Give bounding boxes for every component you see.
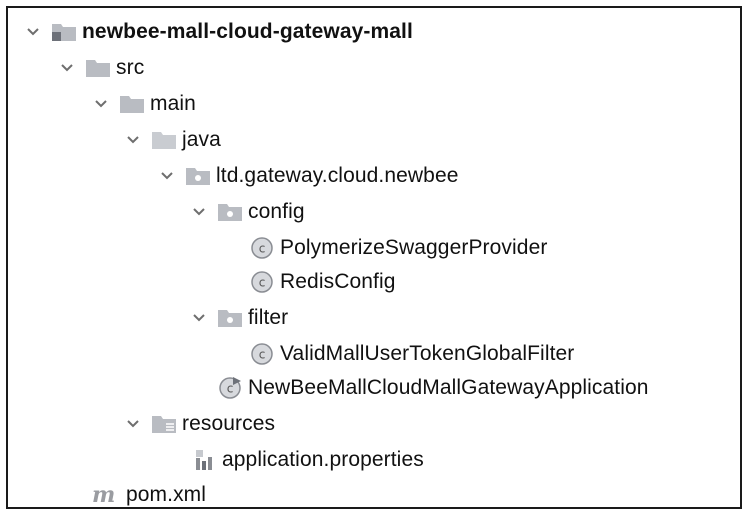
tree-node-filter[interactable]: filter xyxy=(190,302,288,334)
tree-node-pom[interactable]: m pom.xml xyxy=(92,479,206,511)
project-tree-panel: newbee-mall-cloud-gateway-mall src main … xyxy=(6,6,742,509)
tree-node-main[interactable]: main xyxy=(92,88,196,120)
class-icon: c xyxy=(251,343,273,365)
class-icon: c xyxy=(251,271,273,293)
tree-node-label: ValidMallUserTokenGlobalFilter xyxy=(280,342,575,365)
tree-node-properties[interactable]: application.properties xyxy=(192,444,424,476)
tree-node-label: resources xyxy=(182,412,276,435)
source-folder-icon xyxy=(152,132,176,149)
resources-folder-icon xyxy=(152,416,176,433)
class-icon: c xyxy=(251,237,273,259)
tree-node-class-app[interactable]: c NewBeeMallCloudMallGatewayApplication xyxy=(218,372,649,404)
tree-node-root[interactable]: newbee-mall-cloud-gateway-mall xyxy=(24,16,413,48)
chevron-down-icon[interactable] xyxy=(158,167,176,185)
chevron-down-icon[interactable] xyxy=(124,415,142,433)
tree-node-label: RedisConfig xyxy=(280,270,396,293)
package-icon xyxy=(218,204,242,221)
folder-icon xyxy=(120,96,144,113)
tree-node-label: src xyxy=(116,56,145,79)
project-tree: newbee-mall-cloud-gateway-mall src main … xyxy=(8,8,740,507)
tree-node-class-swagger[interactable]: c PolymerizeSwaggerProvider xyxy=(250,232,547,264)
tree-node-class-filter[interactable]: c ValidMallUserTokenGlobalFilter xyxy=(250,338,574,370)
tree-node-label: ltd.gateway.cloud.newbee xyxy=(216,164,459,187)
tree-node-package[interactable]: ltd.gateway.cloud.newbee xyxy=(158,160,459,192)
svg-text:c: c xyxy=(259,242,266,256)
properties-file-icon xyxy=(196,450,212,470)
tree-node-label: NewBeeMallCloudMallGatewayApplication xyxy=(248,376,649,399)
module-folder-icon xyxy=(52,24,76,41)
package-icon xyxy=(218,310,242,327)
chevron-down-icon[interactable] xyxy=(92,95,110,113)
tree-node-label: main xyxy=(150,92,196,115)
tree-node-label: config xyxy=(248,200,305,223)
tree-node-label: pom.xml xyxy=(126,483,207,506)
tree-node-class-redis[interactable]: c RedisConfig xyxy=(250,266,396,298)
svg-text:c: c xyxy=(227,382,234,396)
tree-node-label: application.properties xyxy=(222,448,424,471)
chevron-down-icon[interactable] xyxy=(190,309,208,327)
svg-text:c: c xyxy=(259,348,266,362)
tree-node-src[interactable]: src xyxy=(58,52,144,84)
runnable-class-icon: c xyxy=(219,377,241,399)
package-icon xyxy=(186,168,210,185)
svg-text:m: m xyxy=(92,483,115,507)
tree-node-resources[interactable]: resources xyxy=(124,408,275,440)
tree-node-label: java xyxy=(182,128,221,151)
chevron-down-icon[interactable] xyxy=(24,23,42,41)
maven-icon: m xyxy=(92,483,115,507)
tree-node-label: filter xyxy=(248,306,289,329)
chevron-down-icon[interactable] xyxy=(190,203,208,221)
tree-node-config[interactable]: config xyxy=(190,196,305,228)
tree-node-label: newbee-mall-cloud-gateway-mall xyxy=(82,20,413,43)
chevron-down-icon[interactable] xyxy=(124,131,142,149)
folder-icon xyxy=(86,60,110,77)
tree-node-label: PolymerizeSwaggerProvider xyxy=(280,236,548,259)
svg-text:c: c xyxy=(259,276,266,290)
chevron-down-icon[interactable] xyxy=(58,59,76,77)
tree-node-java[interactable]: java xyxy=(124,124,221,156)
